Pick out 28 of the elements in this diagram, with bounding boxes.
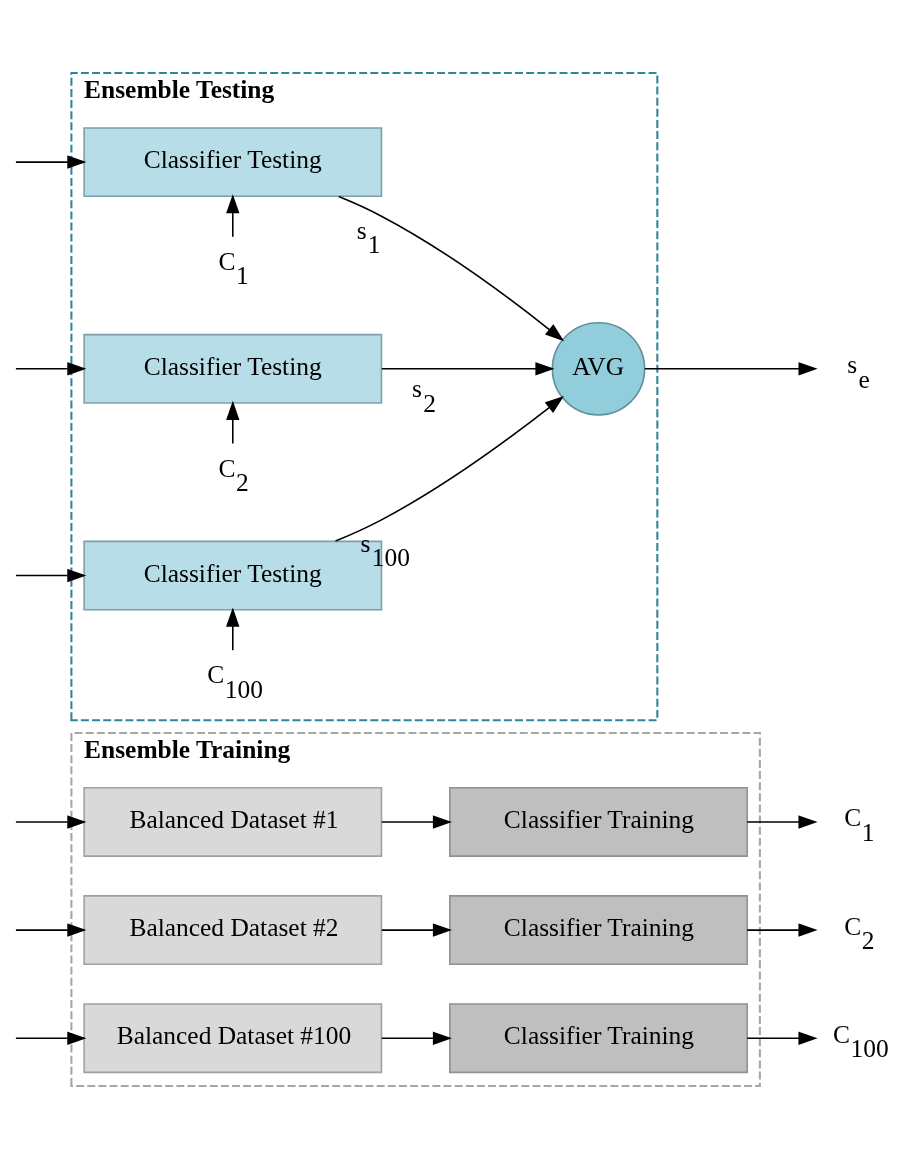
node-box: Balanced Dataset #1 bbox=[83, 786, 383, 857]
arrow bbox=[381, 361, 555, 375]
node-box: Classifier Training bbox=[449, 894, 748, 965]
arrow bbox=[381, 922, 452, 937]
node-box: Balanced Dataset #2 bbox=[83, 894, 383, 965]
arrow bbox=[15, 1031, 87, 1045]
arrow bbox=[226, 607, 240, 651]
arrow bbox=[226, 193, 240, 238]
arrow bbox=[15, 922, 87, 937]
node-box: Classifier Training bbox=[449, 786, 748, 857]
arrow bbox=[334, 395, 564, 542]
node-circle: AVG bbox=[551, 321, 646, 416]
arrow bbox=[746, 922, 818, 937]
arrow bbox=[15, 154, 87, 169]
arrow bbox=[226, 400, 240, 444]
node-box: Classifier Testing bbox=[83, 126, 383, 197]
arrow bbox=[746, 1031, 818, 1045]
node-box: Classifier Testing bbox=[83, 333, 383, 404]
arrow bbox=[15, 814, 87, 829]
arrow bbox=[644, 361, 818, 375]
node-box: Classifier Training bbox=[449, 1002, 748, 1073]
arrow bbox=[15, 361, 87, 375]
arrow bbox=[15, 568, 87, 582]
node-box: Balanced Dataset #100 bbox=[83, 1002, 383, 1073]
arrow bbox=[381, 1031, 452, 1045]
arrow bbox=[381, 814, 452, 829]
arrow bbox=[746, 814, 818, 829]
arrow bbox=[337, 195, 565, 341]
